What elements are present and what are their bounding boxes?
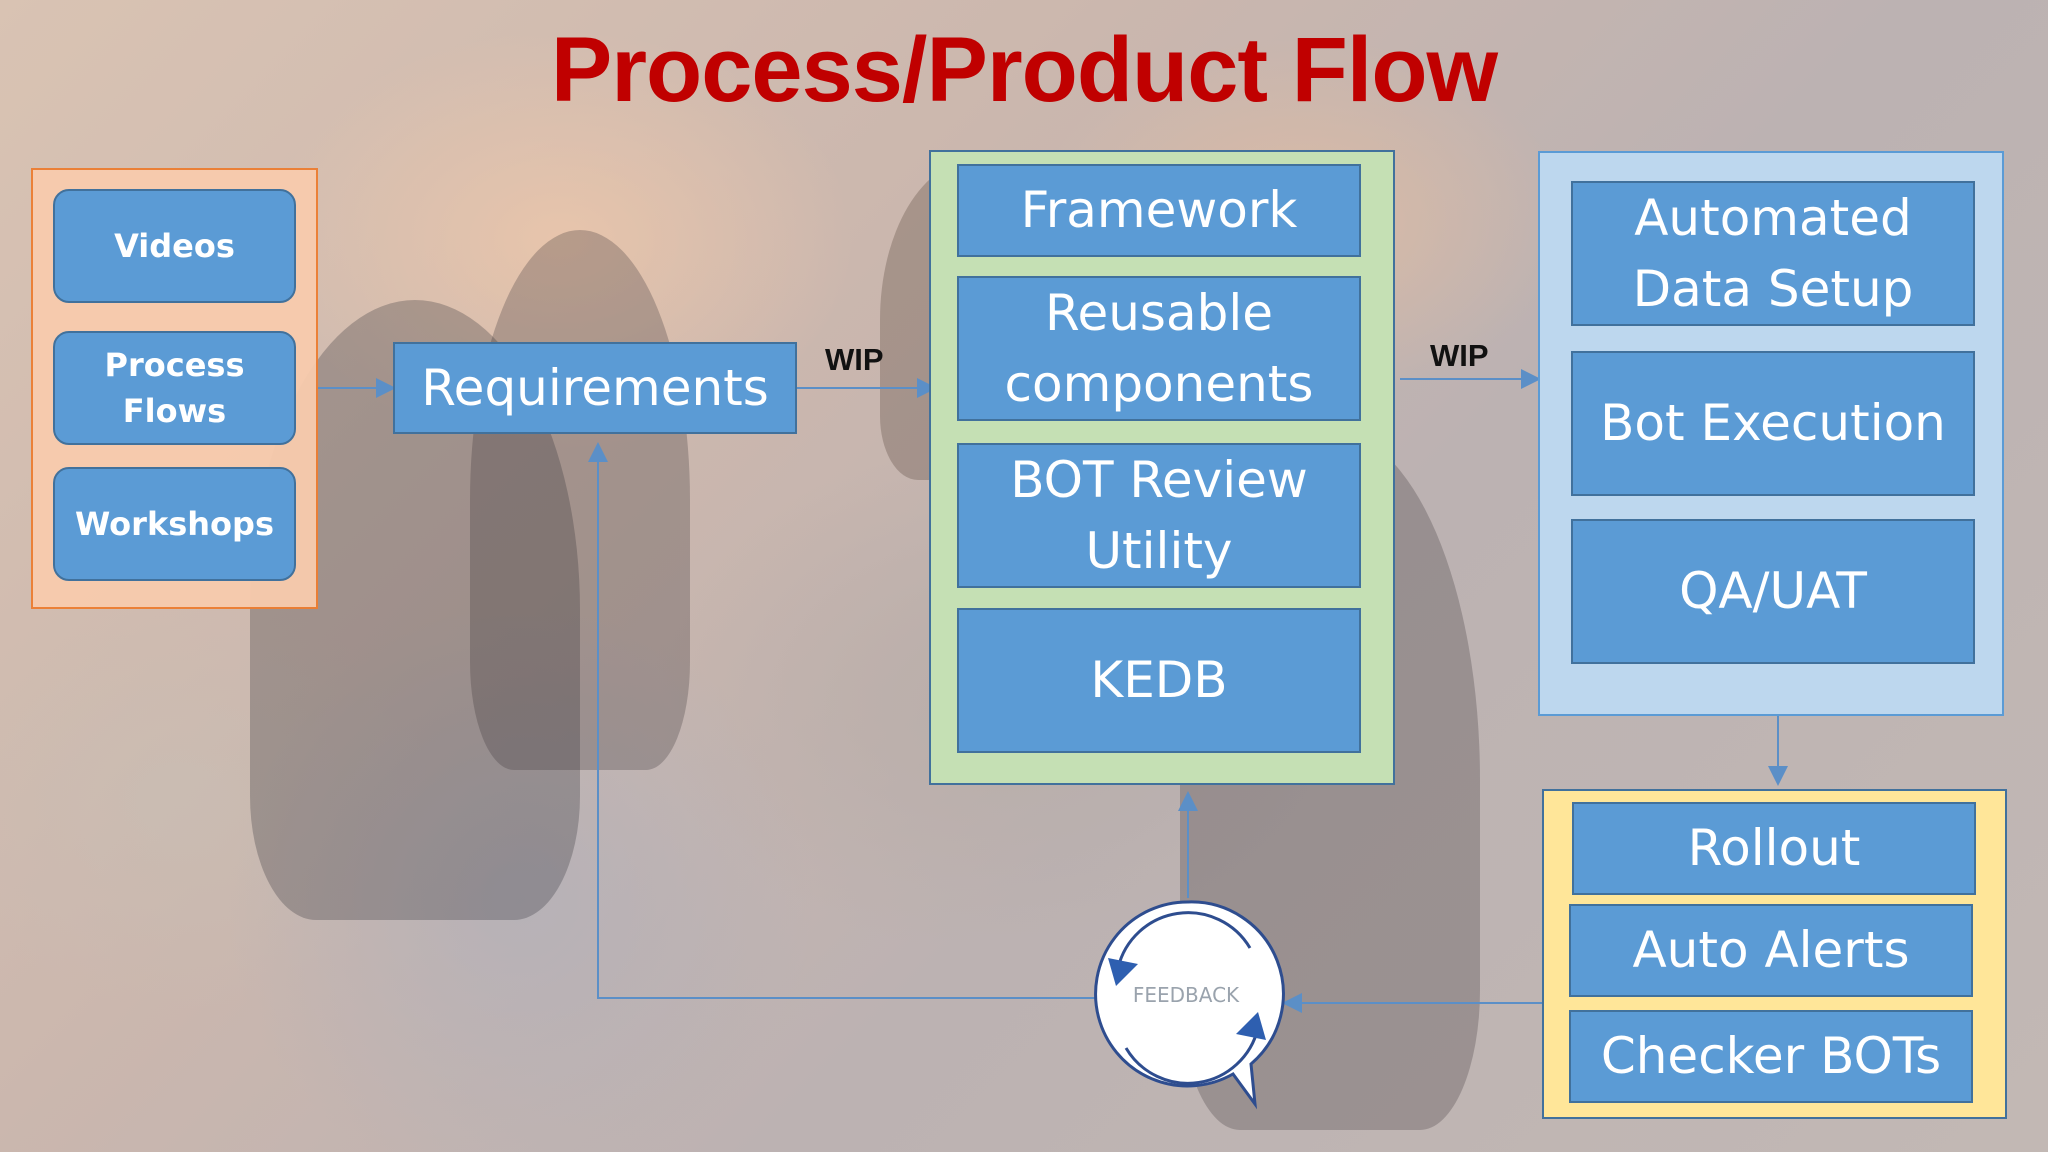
- build-bot-review-utility[interactable]: BOT Review Utility: [957, 443, 1361, 588]
- arrow-feedback-to-requirements: [588, 442, 1098, 999]
- test-qa-uat[interactable]: QA/UAT: [1571, 519, 1975, 664]
- deploy-checker-bots[interactable]: Checker BOTs: [1569, 1010, 1973, 1103]
- test-bot-execution[interactable]: Bot Execution: [1571, 351, 1975, 496]
- requirements-box[interactable]: Requirements: [393, 342, 797, 434]
- deploy-rollout[interactable]: Rollout: [1572, 802, 1976, 895]
- feedback-label: FEEDBACK: [1133, 983, 1240, 1007]
- wip-label-2: WIP: [1430, 338, 1489, 373]
- input-videos[interactable]: Videos: [53, 189, 296, 303]
- wip-label-1: WIP: [825, 342, 884, 377]
- build-kedb[interactable]: KEDB: [957, 608, 1361, 753]
- build-reusable-components[interactable]: Reusable components: [957, 276, 1361, 421]
- test-automated-data-setup[interactable]: Automated Data Setup: [1571, 181, 1975, 326]
- input-workshops[interactable]: Workshops: [53, 467, 296, 581]
- page-title: Process/Product Flow: [550, 19, 1498, 121]
- deploy-auto-alerts[interactable]: Auto Alerts: [1569, 904, 1973, 997]
- background-figure: [470, 230, 690, 770]
- input-process-flows[interactable]: Process Flows: [53, 331, 296, 445]
- build-framework[interactable]: Framework: [957, 164, 1361, 257]
